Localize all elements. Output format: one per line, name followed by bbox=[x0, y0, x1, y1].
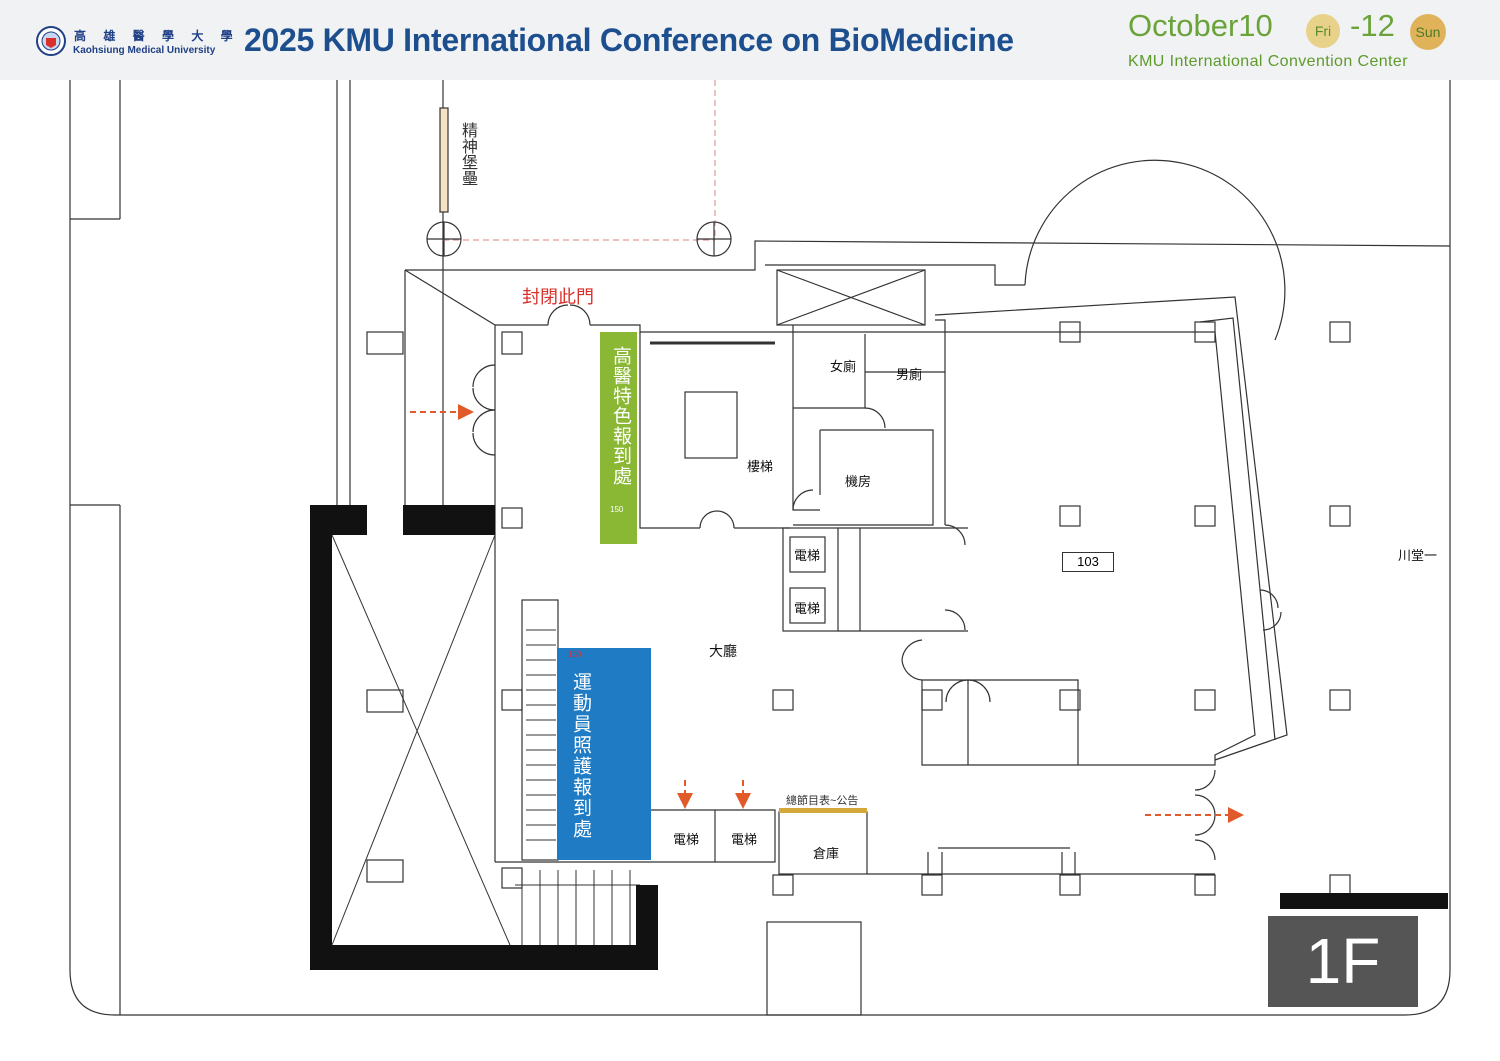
machine-room-label: 機房 bbox=[845, 474, 872, 489]
green-desk-dimension: 150 bbox=[610, 505, 624, 514]
end-day-badge: Sun bbox=[1410, 14, 1446, 50]
conference-dates: October10 Fri -12 Sun bbox=[1128, 8, 1458, 50]
men-restroom-label: 男廁 bbox=[896, 367, 923, 382]
storage-label: 倉庫 bbox=[813, 846, 840, 861]
elevator-label: 電梯 bbox=[673, 832, 700, 847]
date-start: October10 bbox=[1128, 8, 1273, 43]
elevator-label: 電梯 bbox=[794, 601, 821, 616]
room-103-label: 103 bbox=[1062, 552, 1114, 572]
stairs-label: 樓梯 bbox=[747, 459, 774, 474]
conference-title: 2025 KMU International Conference on Bio… bbox=[244, 22, 1014, 58]
lobby-label: 大廳 bbox=[709, 643, 737, 659]
elevator-label: 電梯 bbox=[794, 548, 821, 563]
university-name-zh: 高 雄 醫 學 大 學 bbox=[74, 29, 240, 43]
elevator-label: 電梯 bbox=[731, 832, 758, 847]
athlete-care-registration-label: 運動員照護報到處 bbox=[570, 672, 591, 840]
date-end: -12 bbox=[1350, 8, 1395, 43]
site-boundary bbox=[69, 80, 1451, 1016]
athlete-care-registration-desk bbox=[557, 648, 651, 860]
blue-desk-dimension: 150 bbox=[568, 650, 582, 659]
kmu-registration-desk bbox=[600, 332, 637, 544]
close-door-note: 封閉此門 bbox=[522, 287, 594, 307]
hall-one-label: 川堂一 bbox=[1398, 548, 1438, 563]
university-name-en: Kaohsiung Medical University bbox=[73, 45, 216, 56]
women-restroom-label: 女廁 bbox=[830, 359, 857, 374]
program-notice-label: 總節目表~公告 bbox=[786, 795, 859, 807]
start-day-badge: Fri bbox=[1306, 14, 1340, 48]
floor-level-badge: 1F bbox=[1268, 916, 1418, 1007]
kmu-registration-label: 高醫特色報到處 bbox=[610, 346, 631, 486]
university-logo-icon bbox=[36, 26, 66, 56]
venue-name: KMU International Convention Center bbox=[1128, 53, 1408, 70]
spirit-fortress-label: 精神堡壘 bbox=[459, 122, 476, 186]
header-banner: 高 雄 醫 學 大 學 Kaohsiung Medical University… bbox=[0, 0, 1500, 80]
